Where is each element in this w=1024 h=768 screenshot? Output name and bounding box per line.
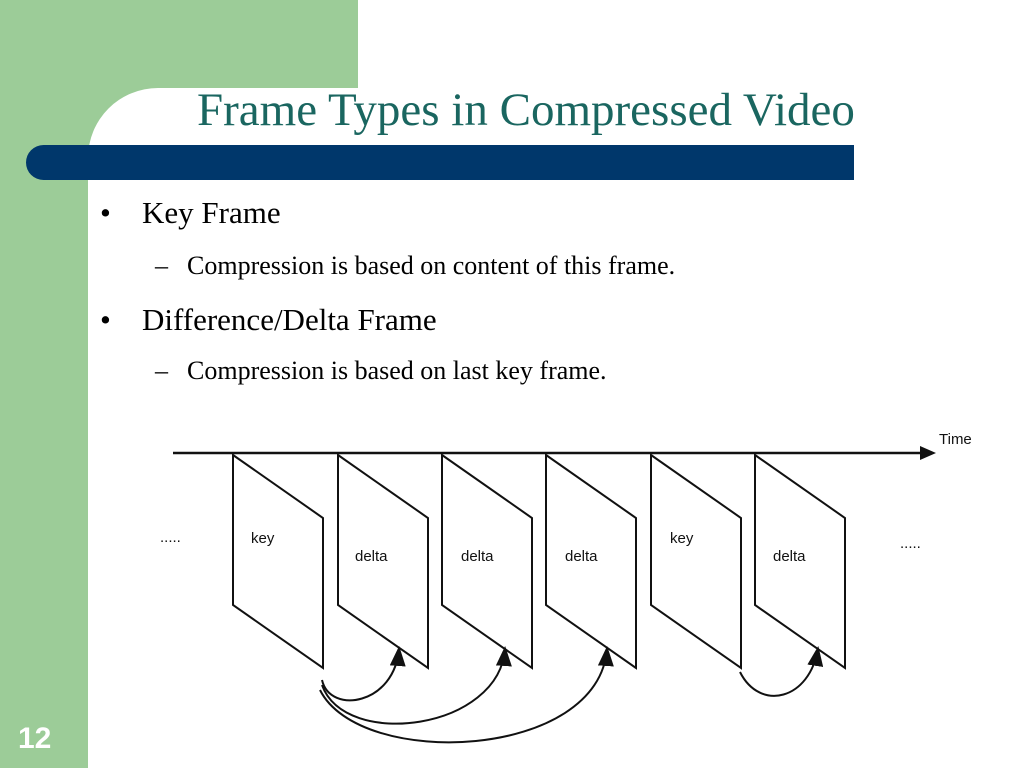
time-label: Time <box>939 431 972 448</box>
time-axis-arrow-icon <box>920 446 936 460</box>
reference-arrow <box>321 646 512 725</box>
reference-arrow <box>321 646 406 702</box>
sub-bullet-text: Compression is based on last key frame. <box>187 356 607 385</box>
frame-label: delta <box>773 548 806 565</box>
ellipsis-right: ..... <box>900 535 921 552</box>
bullet-item: • Difference/Delta Frame <box>100 301 437 338</box>
sub-bullet-item: –Compression is based on content of this… <box>155 250 675 281</box>
slide-title: Frame Types in Compressed Video <box>197 84 855 136</box>
frame-label: delta <box>565 548 598 565</box>
bullet-text: Key Frame <box>142 195 281 230</box>
bullet-dot: • <box>100 302 111 337</box>
title-underline-bar <box>26 145 854 180</box>
ellipsis-left: ..... <box>160 529 181 546</box>
bullet-dot: • <box>100 195 111 230</box>
bullet-text: Difference/Delta Frame <box>142 302 437 337</box>
sub-bullet-dash: – <box>155 251 168 280</box>
frame-label: key <box>251 530 275 547</box>
frame-delta-1: delta <box>337 453 429 670</box>
frame-label: delta <box>461 548 494 565</box>
page-number: 12 <box>18 722 52 755</box>
sub-bullet-dash: – <box>155 356 168 385</box>
bullet-item: • Key Frame <box>100 194 281 231</box>
frame-key-2: key <box>650 453 742 670</box>
reference-arrow <box>739 646 824 697</box>
side-accent-band <box>0 0 88 768</box>
reference-arrow <box>319 646 614 744</box>
frame-delta-3: delta <box>545 453 637 670</box>
sub-bullet-text: Compression is based on content of this … <box>187 251 676 280</box>
frame-delta-2: delta <box>441 453 533 670</box>
frame-key-1: key <box>232 453 324 670</box>
frame-label: delta <box>355 548 388 565</box>
frame-label: key <box>670 530 694 547</box>
frame-delta-4: delta <box>754 453 846 670</box>
sub-bullet-item: –Compression is based on last key frame. <box>155 355 607 386</box>
